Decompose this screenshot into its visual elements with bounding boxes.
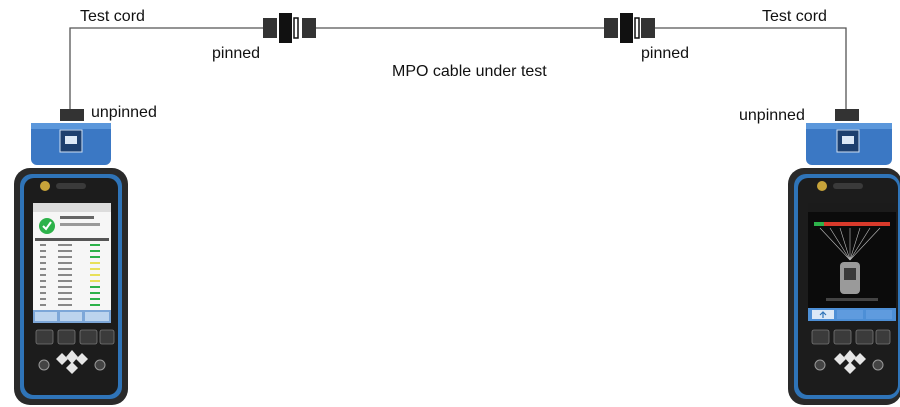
connector-unpinned-left <box>60 109 84 121</box>
label-test-cord-left: Test cord <box>80 8 145 25</box>
arrow-up-icon <box>819 311 827 318</box>
results-table-left <box>40 244 100 306</box>
connector-pinned-left <box>263 13 316 43</box>
label-test-cord-right: Test cord <box>762 8 827 25</box>
adapter-right <box>806 123 892 165</box>
tester-left <box>14 168 128 405</box>
power-led-icon <box>40 181 50 191</box>
label-pinned-right: pinned <box>641 45 690 62</box>
label-pinned-left: pinned <box>212 45 261 62</box>
arrow-pad-icon <box>56 350 88 374</box>
label-unpinned-right: unpinned <box>739 107 805 124</box>
tester-right <box>788 168 900 405</box>
connector-pinned-right <box>604 13 655 43</box>
wire-right <box>655 27 847 109</box>
connector-unpinned-right <box>835 109 859 121</box>
adapter-left <box>31 123 111 165</box>
label-unpinned-left: unpinned <box>91 104 157 121</box>
arrow-pad-icon-right <box>834 350 866 374</box>
power-led-icon-right <box>817 181 827 191</box>
fiber-fan-icon <box>819 227 881 261</box>
label-cable-under-test: MPO cable under test <box>392 63 547 80</box>
wire-left <box>69 27 263 109</box>
